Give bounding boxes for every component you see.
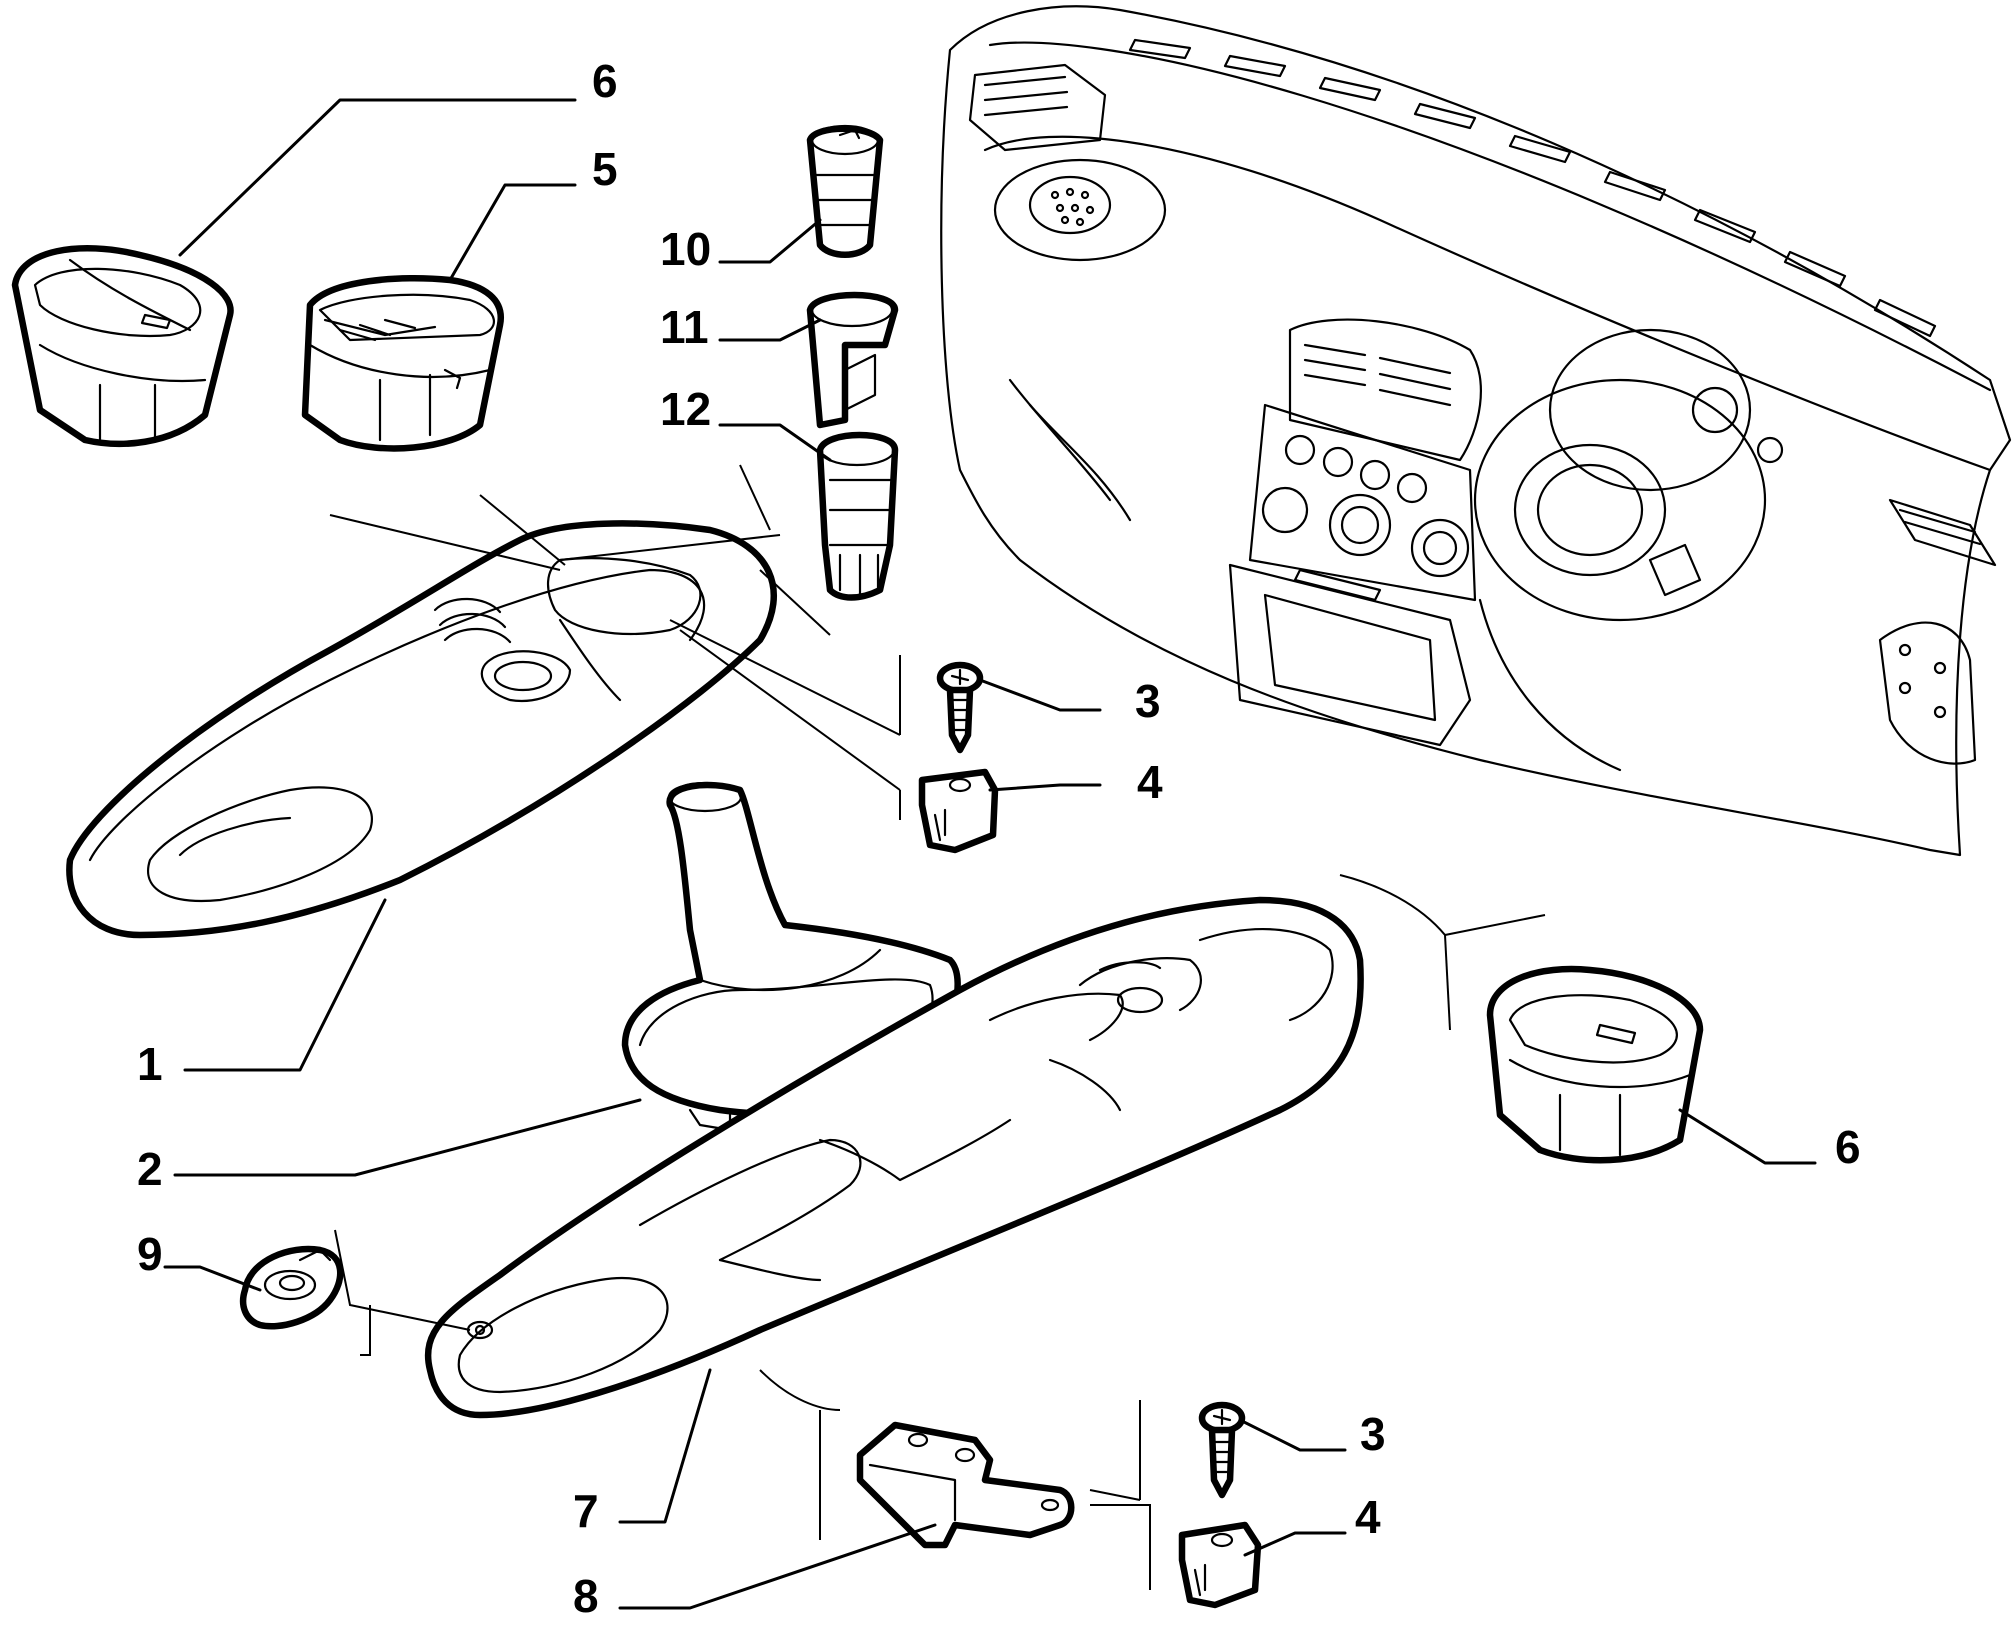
part-3-screw-upper (936, 661, 984, 754)
part-10-cigarette-lighter-plug (806, 124, 884, 258)
callout-9: 9 (137, 1228, 163, 1280)
part-4-cage-nut-upper (918, 768, 999, 854)
callout-6-right: 6 (1835, 1121, 1861, 1173)
callout-1: 1 (137, 1038, 163, 1090)
callout-4-upper: 4 (1137, 756, 1163, 808)
callout-labels: 6 5 10 11 12 3 4 1 2 9 7 8 6 3 4 (137, 55, 1861, 1622)
part-11-lighter-socket-ring (806, 291, 899, 429)
part-1-upper-console (66, 520, 777, 939)
part-3-screw-lower (1198, 1401, 1246, 1499)
shift-hole-ribs (433, 597, 512, 644)
speaker-grille (1050, 187, 1095, 227)
part-4-cage-nut-lower (1178, 1521, 1262, 1609)
callout-12: 12 (660, 383, 711, 435)
callout-3-upper: 3 (1135, 675, 1161, 727)
part-12-lighter-socket (816, 431, 899, 601)
callout-7: 7 (573, 1485, 599, 1537)
callout-4-lower: 4 (1355, 1491, 1381, 1543)
callout-8: 8 (573, 1570, 599, 1622)
callout-10: 10 (660, 223, 711, 275)
callout-6-top: 6 (592, 55, 618, 107)
dashboard-illustration (940, 5, 2012, 857)
callout-3-lower: 3 (1360, 1408, 1386, 1460)
callout-2: 2 (137, 1143, 163, 1195)
callout-11: 11 (660, 301, 709, 353)
callout-5: 5 (592, 143, 618, 195)
part-9-fixing-clip (239, 1245, 344, 1330)
part-7-lower-console (424, 896, 1364, 1419)
leader-lines (163, 98, 1817, 1610)
part-5-coin-tray (301, 275, 504, 452)
assembly-guide-lines (329, 464, 1546, 1590)
part-8-mounting-bracket (856, 1421, 1075, 1549)
part-6-cup-holder-right (1486, 965, 1704, 1164)
part-6-cup-holder-top (11, 245, 234, 447)
